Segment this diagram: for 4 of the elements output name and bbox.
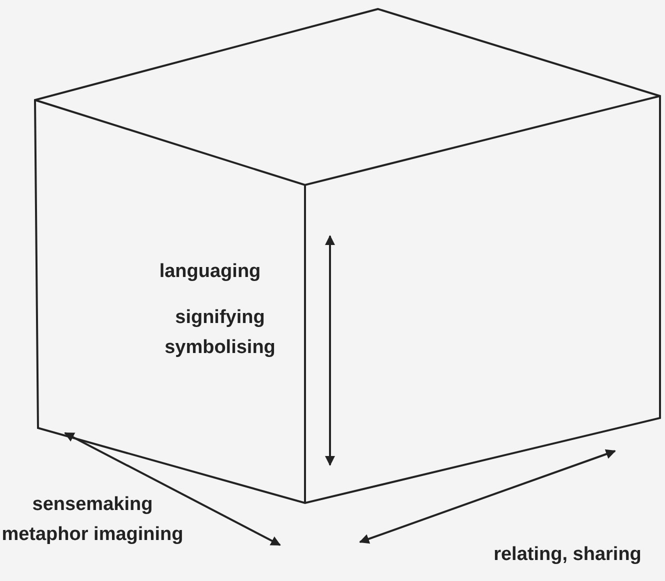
dimension-label: signifying symbolising bbox=[164, 306, 276, 360]
dimension-label: sensemaking metaphor imagining bbox=[0, 493, 184, 547]
dimension-label: relating, sharing bbox=[492, 543, 642, 567]
dimension-label: languaging bbox=[158, 260, 262, 284]
